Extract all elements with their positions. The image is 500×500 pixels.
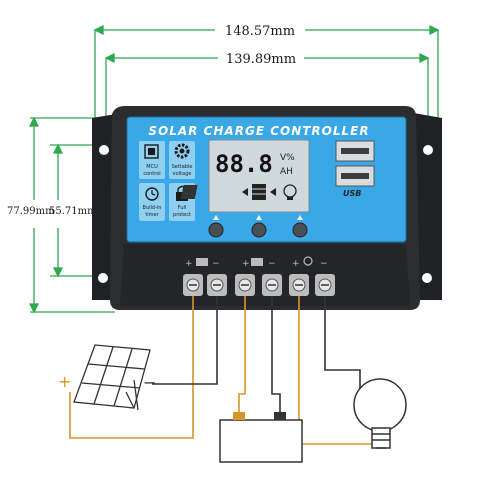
mount-hole-bottom-left [98, 273, 108, 283]
battery [219, 412, 303, 463]
front-panel: SOLAR CHARGE CONTROLLER MCU control Sett… [126, 116, 407, 243]
lcd-battery-icon [252, 184, 266, 200]
terminal-bulb-icon [303, 256, 313, 266]
svg-text:+: + [185, 259, 193, 269]
terminal-solar-negative [207, 274, 227, 296]
wiring [69, 296, 376, 445]
feature-protect-label-2: protect [173, 212, 191, 218]
feature-settable-voltage: Settable voltage [169, 141, 195, 179]
svg-text:−: − [212, 259, 220, 269]
feature-protect-label-1: Full [178, 205, 187, 211]
feature-mcu-control: MCU control [139, 141, 165, 179]
svg-text:−: − [268, 259, 276, 269]
terminal-solar-positive [183, 274, 203, 296]
solar-panel [73, 344, 151, 411]
clock-icon [145, 187, 159, 201]
wire-load-negative [324, 296, 361, 404]
dimension-width-inner-label: 139.89mm [226, 52, 296, 67]
lcd-solar-icon [180, 185, 234, 199]
feature-timer-label-1: Build-in [143, 205, 162, 211]
wire-battery-positive [238, 296, 246, 414]
mount-hole-top-left [99, 145, 109, 155]
feature-timer-label-2: timer [145, 212, 159, 218]
screw-terminals [183, 274, 335, 296]
light-bulb [353, 378, 407, 449]
panel-button-3[interactable] [292, 222, 308, 238]
feature-settable-label-2: voltage [173, 171, 192, 177]
gear-icon [174, 143, 190, 159]
panel-button-2[interactable] [251, 222, 267, 238]
dimension-width-inner [104, 52, 430, 120]
wire-solar-negative [152, 296, 218, 385]
feature-build-in-timer: Build-in timer [139, 183, 165, 221]
panel-buttons [208, 215, 308, 238]
wire-battery-negative [271, 296, 281, 414]
solar-positive-sign: + [58, 372, 71, 391]
lcd-digits: 88.8 [215, 150, 273, 178]
solar-negative-sign: − [143, 373, 156, 392]
dimension-width-outer-label: 148.57mm [225, 24, 295, 39]
terminal-load-negative [315, 274, 335, 296]
feature-settable-label-1: Settable [172, 164, 193, 170]
svg-text:+: + [242, 259, 250, 269]
feature-mcu-label-1: MCU [146, 164, 158, 170]
mount-hole-bottom-right [422, 273, 432, 283]
dimension-height-inner-label: 55.71mm [49, 206, 97, 217]
battery-positive-terminal [233, 412, 245, 420]
lcd-display: 88.8 V% AH [180, 139, 310, 213]
panel-title: SOLAR CHARGE CONTROLLER [148, 124, 369, 138]
lcd-unit-bottom: AH [280, 167, 293, 177]
wire-solar-positive [69, 296, 194, 439]
terminal-battery-icon [251, 258, 263, 266]
terminal-battery-positive [235, 274, 255, 296]
svg-text:+: + [292, 259, 300, 269]
svg-text:−: − [320, 259, 328, 269]
usb-label: USB [343, 189, 361, 198]
lcd-unit-top: V% [280, 153, 295, 163]
lcd-bulb-icon [283, 184, 297, 200]
terminal-battery-negative [262, 274, 282, 296]
usb-ports: USB [335, 140, 375, 198]
chip-icon [144, 144, 159, 159]
dimension-height-inner [50, 143, 100, 278]
battery-negative-terminal [274, 412, 286, 420]
dimension-width-outer [93, 24, 440, 118]
terminal-load-positive [289, 274, 309, 296]
panel-button-1[interactable] [208, 222, 224, 238]
dimension-height-outer-label: 77.99mm [7, 206, 55, 217]
terminal-symbols: + − + − + − [185, 259, 328, 269]
mount-hole-top-right [423, 145, 433, 155]
feature-mcu-label-2: control [143, 171, 160, 177]
terminal-solar-icon [196, 258, 208, 266]
